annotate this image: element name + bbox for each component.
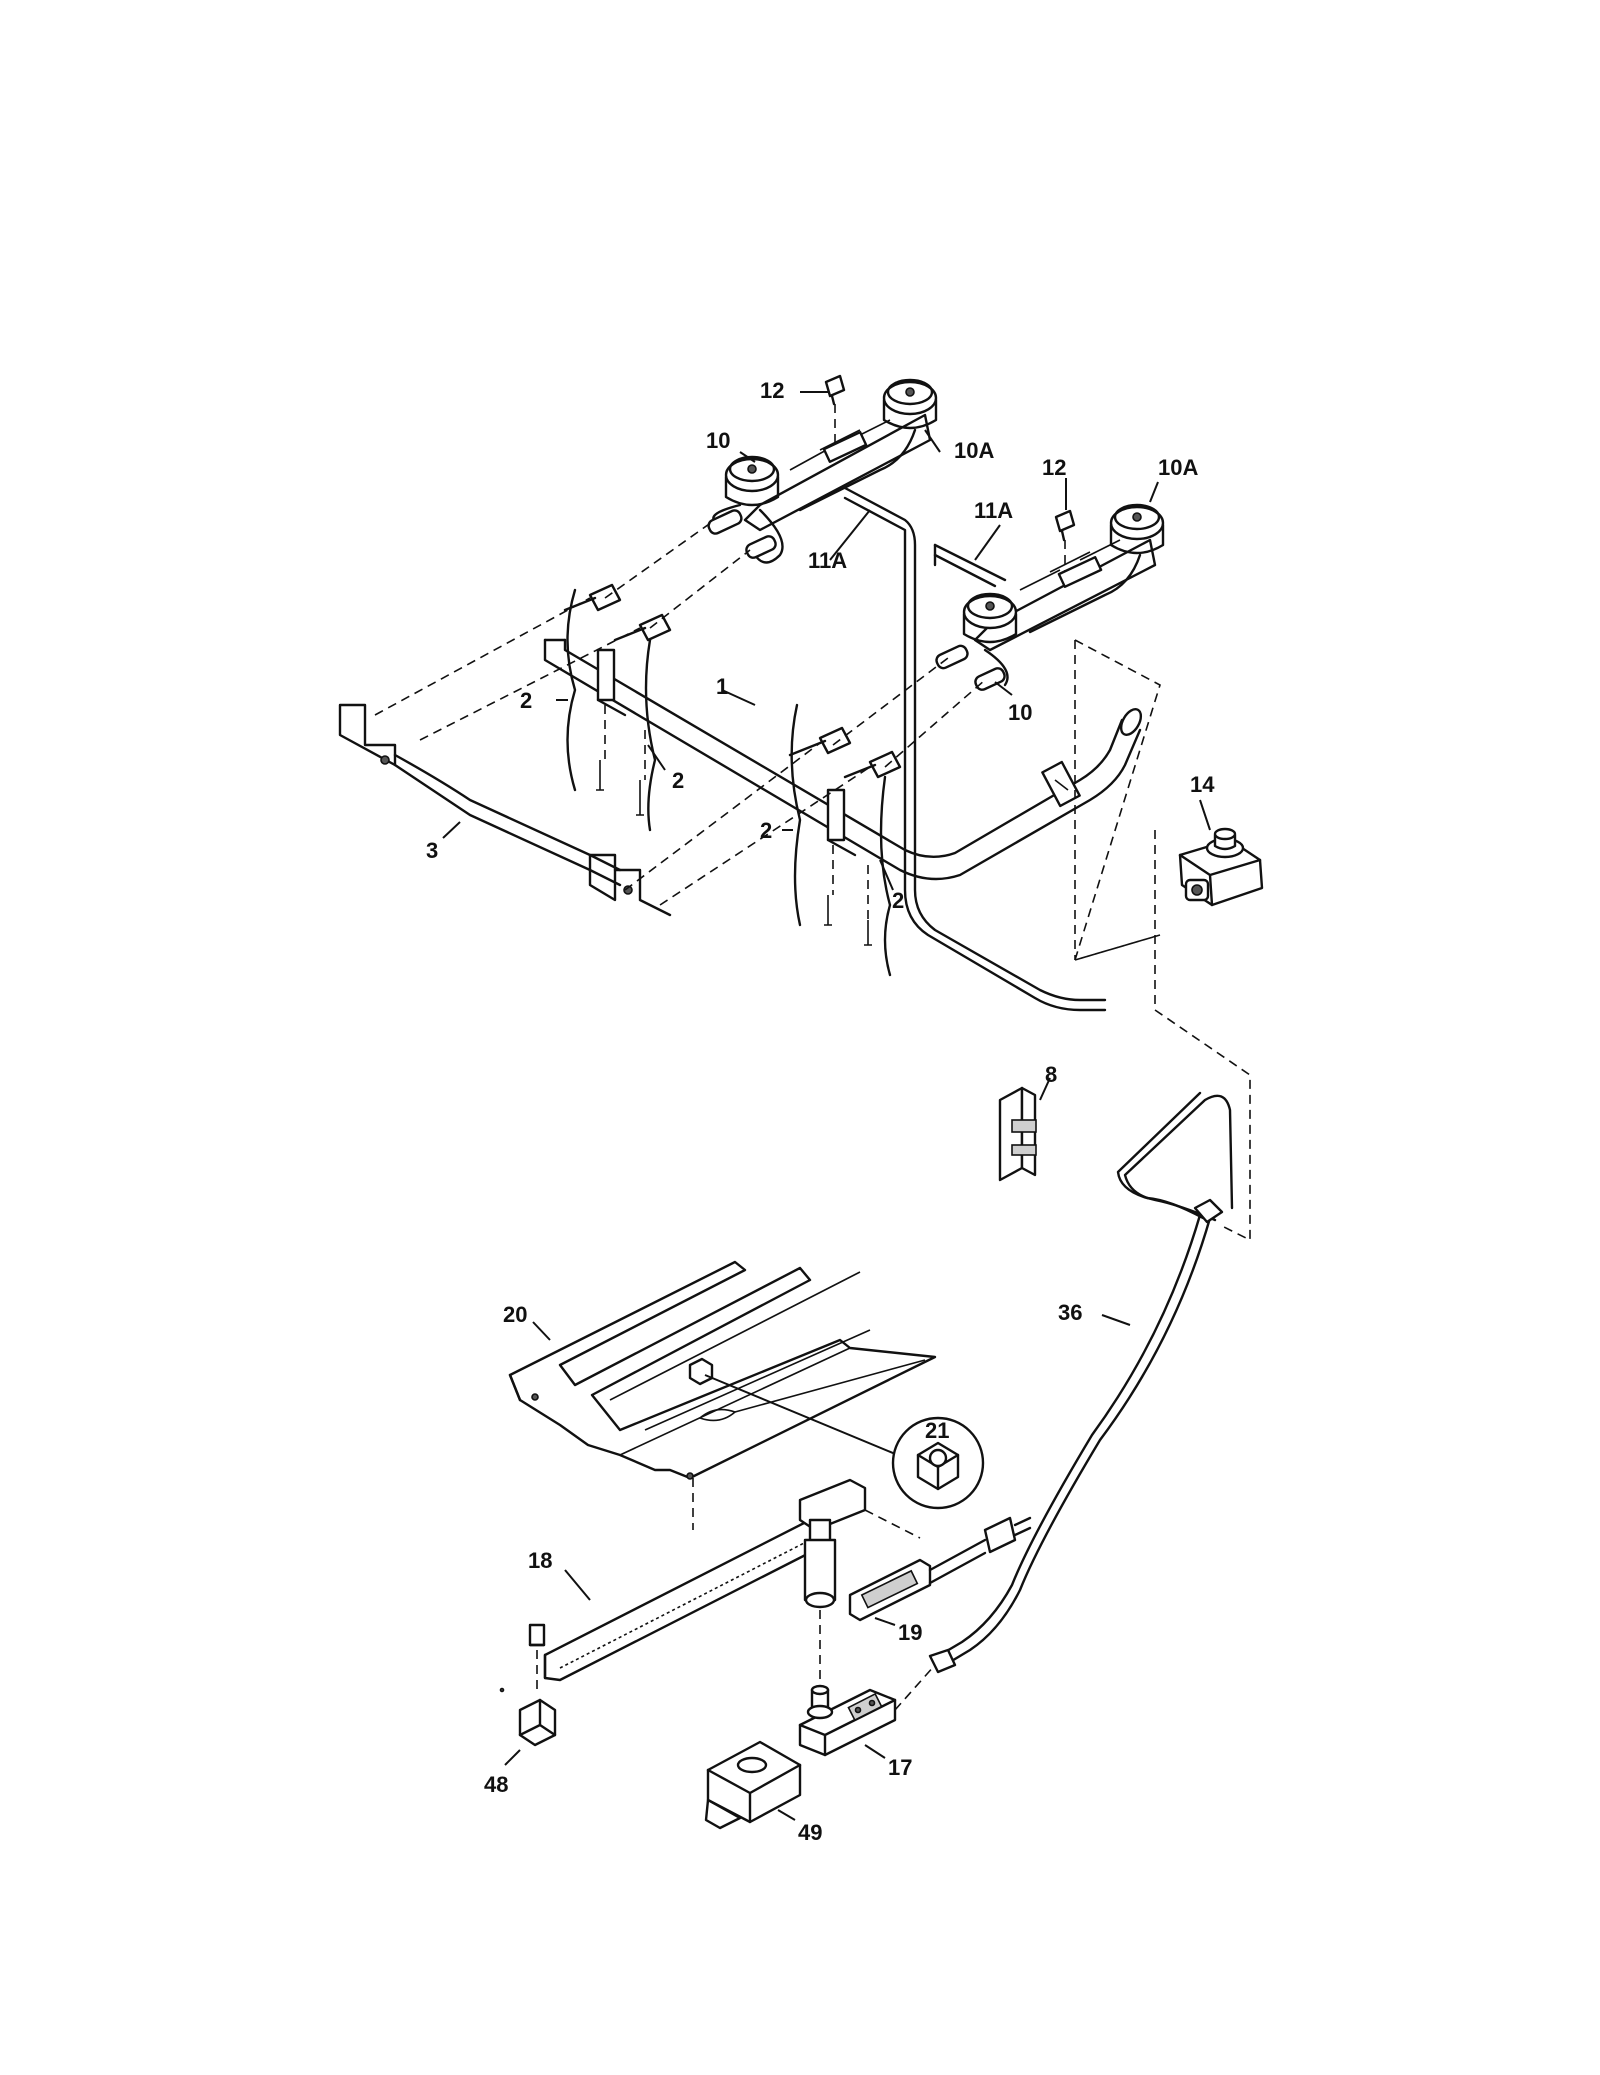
assembly-lines-upper [374,521,1251,1242]
manifold-pipe-1 [543,638,1143,881]
callout-3: 3 [426,838,438,863]
heat-baffle-20 [508,1260,937,1530]
callout-10A-b: 10A [1158,455,1198,480]
burner-head-10a [882,380,938,416]
callout-2c: 2 [760,818,772,843]
callout-12b: 12 [1042,455,1066,480]
burner-assembly-right [935,503,1165,691]
callout-20: 20 [503,1302,527,1327]
clip-12b [1054,509,1076,542]
callout-18: 18 [528,1548,552,1573]
callout-11A-a: 11A [808,548,847,573]
callout-10b: 10 [1008,700,1032,725]
valve-2-d [843,750,902,977]
callout-2a: 2 [520,688,532,713]
callout-19: 19 [898,1620,922,1645]
oven-burner-18 [528,1478,867,1690]
callout-8: 8 [1045,1062,1057,1087]
callout-48: 48 [484,1772,508,1797]
callout-11A-b: 11A [974,498,1013,523]
bracket-48 [499,1650,557,1747]
manifold-bracket-3 [338,703,672,917]
callout-36: 36 [1058,1300,1082,1325]
callout-14: 14 [1190,772,1215,797]
gas-line-36 [928,1091,1234,1674]
bracket-8 [998,1086,1037,1182]
igniter-19 [848,1509,1032,1622]
gas-tubes-11A [843,486,1107,1012]
valve-2-a [563,583,627,792]
clip-12a [824,374,846,406]
shield-49 [704,1740,802,1830]
callout-21: 21 [925,1418,949,1443]
callout-labels: 1 2 2 2 2 3 8 10 10 10A 10A 11A 11A 12 1… [426,378,1215,1845]
callout-10a: 10 [706,428,730,453]
valve-2-b [613,613,672,832]
callout-2d: 2 [892,888,904,913]
safety-valve-17 [798,1664,936,1757]
burner-head-10A-right [1109,505,1165,541]
callout-12a: 12 [760,378,784,403]
nut-detail-21 [688,1357,985,1510]
burner-head-10-right [962,594,1018,630]
pressure-regulator-14 [1178,827,1264,907]
callout-10A-a: 10A [954,438,994,463]
callout-2b: 2 [672,768,684,793]
leader-lines [442,391,1211,1821]
callout-17: 17 [888,1755,912,1780]
burner-assembly-left [707,374,938,564]
callout-1: 1 [716,674,728,699]
callout-49: 49 [798,1820,822,1845]
